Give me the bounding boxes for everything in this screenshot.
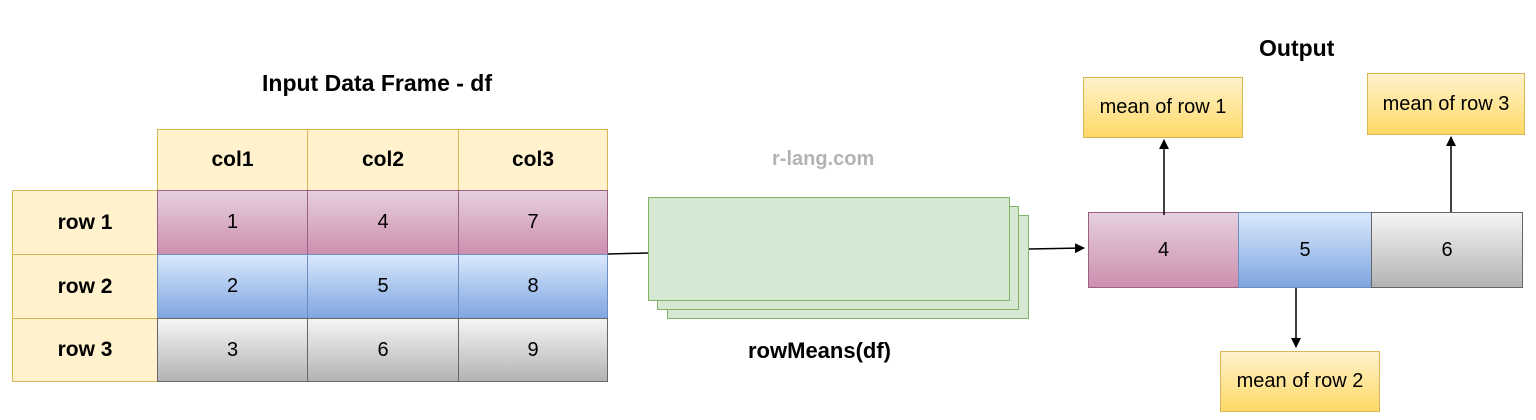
data-cell-r3-c1: 3 (157, 318, 308, 382)
data-cell-r1-c3: 7 (458, 190, 608, 255)
column-header-col2: col2 (307, 129, 459, 191)
process-sheet-front (648, 197, 1010, 301)
data-cell-r2-c1: 2 (157, 254, 308, 319)
output-cell-2: 5 (1238, 212, 1372, 288)
output-cell-1: 4 (1088, 212, 1239, 288)
data-cell-r3-c2: 6 (307, 318, 459, 382)
note-mean-row-3: mean of row 3 (1367, 73, 1525, 135)
row-label-3: row 3 (12, 318, 158, 382)
data-cell-r2-c3: 8 (458, 254, 608, 319)
note-mean-row-1: mean of row 1 (1083, 77, 1243, 138)
note-mean-row-2: mean of row 2 (1220, 351, 1380, 412)
row-label-1: row 1 (12, 190, 158, 255)
input-title: Input Data Frame - df (262, 70, 493, 96)
output-title: Output (1259, 35, 1335, 61)
connector-table-to-process (607, 252, 649, 255)
data-cell-r3-c3: 9 (458, 318, 608, 382)
output-cell-3: 6 (1371, 212, 1523, 288)
row-label-2: row 2 (12, 254, 158, 319)
function-label: rowMeans(df) (748, 338, 891, 363)
watermark: r-lang.com (772, 148, 875, 170)
arrow-process-to-output (1028, 243, 1085, 254)
